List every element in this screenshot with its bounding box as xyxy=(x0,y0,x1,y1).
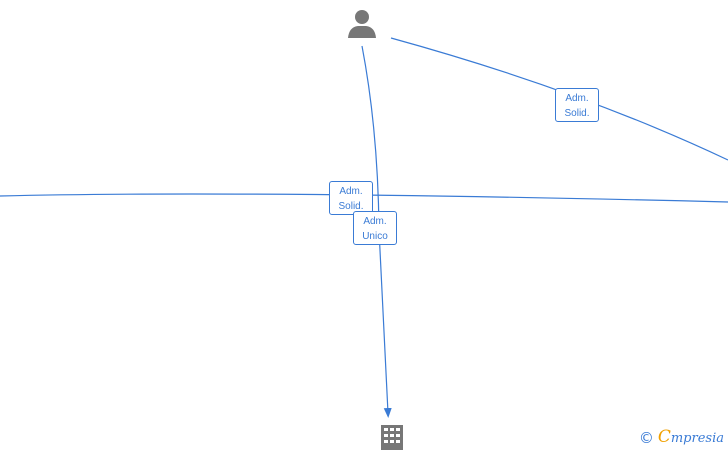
building-icon xyxy=(381,425,403,450)
brand-logo-rest: mpresia xyxy=(670,431,724,446)
brand-logo: Cmpresia xyxy=(658,427,724,449)
edge-label-line2: Unico xyxy=(362,231,388,242)
edge-label-horizontal[interactable]: Adm. Solid. xyxy=(329,181,373,215)
edge-label-line2: Solid. xyxy=(564,108,590,119)
edge-label-line2: Solid. xyxy=(338,201,364,212)
edge-label-line1: Adm. xyxy=(565,93,589,104)
copyright-symbol: © xyxy=(638,429,654,447)
edge-horizontal xyxy=(0,193,728,203)
person-icon xyxy=(348,10,376,38)
edge-label-person-company[interactable]: Adm. Unico xyxy=(353,211,397,245)
footer-brand: © Cmpresia xyxy=(638,427,724,449)
brand-logo-initial: C xyxy=(657,427,671,447)
edge-label-line1: Adm. xyxy=(363,216,387,227)
edge-label-person-right[interactable]: Adm. Solid. xyxy=(555,88,599,122)
edge-label-line1: Adm. xyxy=(339,186,363,197)
company-node[interactable] xyxy=(379,424,405,450)
person-node[interactable] xyxy=(346,8,378,40)
